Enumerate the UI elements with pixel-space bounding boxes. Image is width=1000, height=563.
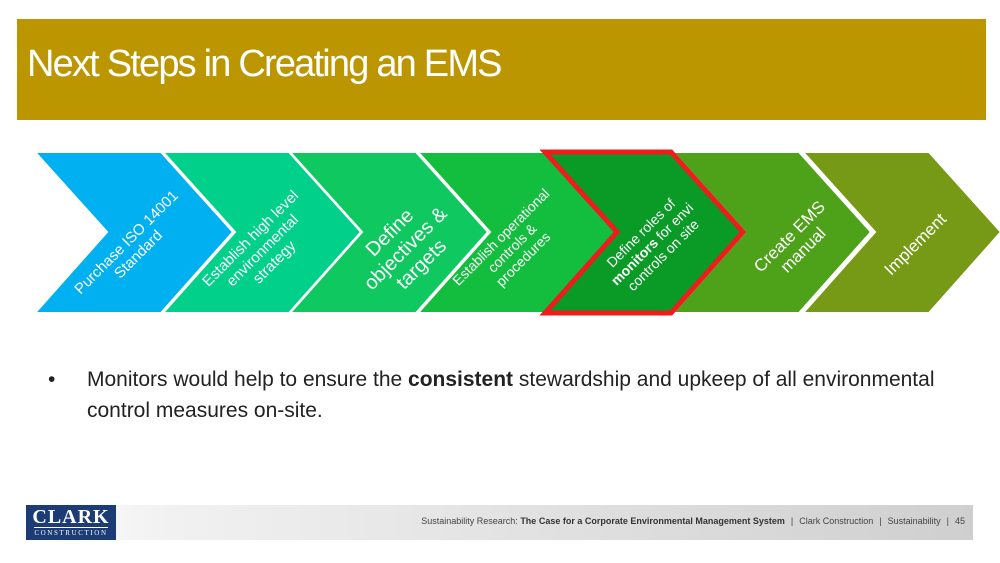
process-step-chevron <box>32 151 235 314</box>
process-step-chevron <box>539 149 747 316</box>
footer-section: Sustainability <box>887 516 941 526</box>
footer-separator: | <box>879 516 882 526</box>
logo-sub-text: CONSTRUCTION <box>34 527 108 537</box>
footer-separator: | <box>790 516 794 526</box>
footer-separator: | <box>946 516 949 526</box>
logo-main-text: CLARK <box>32 506 110 528</box>
process-step-chevron <box>287 151 490 314</box>
bullet-text-before: Monitors would help to ensure the <box>87 368 409 391</box>
slide-title: Next Steps in Creating an EMS <box>27 43 503 85</box>
bullet-text: Monitors would help to ensure the consis… <box>87 364 947 426</box>
footer-bar: CLARK CONSTRUCTION Sustainability Resear… <box>26 505 973 540</box>
footer-prefix: Sustainability Research: <box>421 516 521 526</box>
title-banner: Next Steps in Creating an EMS <box>17 19 986 120</box>
footer-caption: Sustainability Research: The Case for a … <box>421 516 965 526</box>
footer-company: Clark Construction <box>799 516 874 526</box>
process-step-chevron <box>800 151 1000 314</box>
footer-doc-title: The Case for a Corporate Environmental M… <box>520 516 785 526</box>
bullet-emphasis: consistent <box>408 368 514 391</box>
bullet-marker: • <box>48 368 56 391</box>
bullet-text-after: stewardship and upkeep of all environmen… <box>87 368 935 422</box>
process-step-label: Define roles ofmonitors for envicontrols… <box>596 188 707 299</box>
footer-page-number: 45 <box>954 516 965 526</box>
clark-logo: CLARK CONSTRUCTION <box>26 505 116 540</box>
